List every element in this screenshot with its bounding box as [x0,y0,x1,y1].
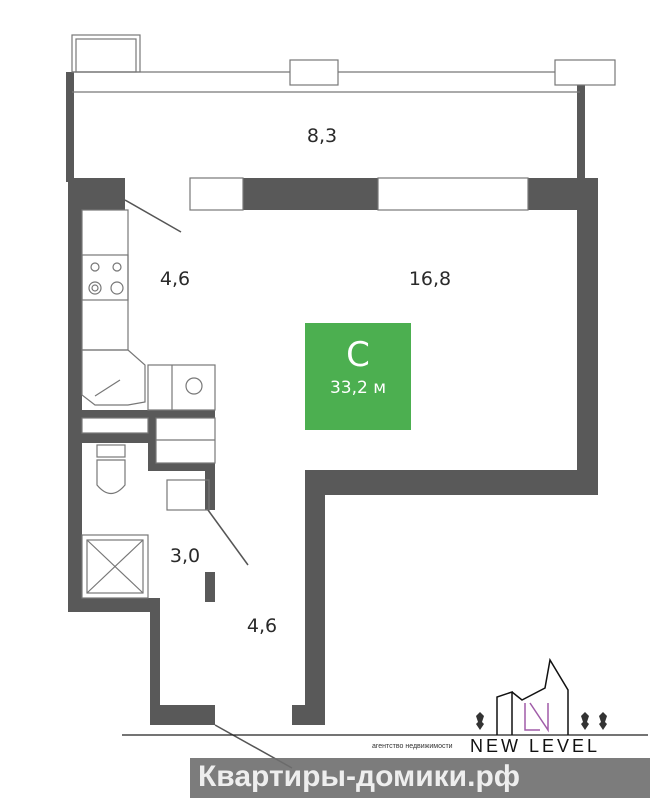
balcony [71,34,616,211]
balcony-area-label: 8,3 [306,125,338,147]
watermark: Квартиры-домики.рф [190,758,650,798]
logo-name: NEW LEVEL [470,736,601,756]
bathroom-area-label: 3,0 [169,545,201,567]
bathroom-fixtures [81,444,210,599]
logo-building-icon [496,657,569,735]
bath-sink-icon [166,479,210,511]
kitchen-area-label: 4,6 [159,268,191,290]
apartment-type-badge: С 33,2 м [305,323,411,430]
living-area-label: 16,8 [408,268,452,290]
kitchen-fixtures [81,209,216,464]
hall-area-label: 4,6 [246,615,278,637]
total-area: 33,2 м [329,378,387,398]
sink-icon [81,349,146,406]
apartment-type: С [346,335,370,375]
tree-icons [476,712,607,730]
toilet-icon [96,444,126,458]
washer-icon [185,377,203,395]
shower-icon [81,534,149,599]
walls [66,72,598,725]
watermark-text: Квартиры-домики.рф [198,760,521,793]
stove-icon [81,254,129,301]
logo-subtitle: агентство недвижимости [372,743,453,750]
